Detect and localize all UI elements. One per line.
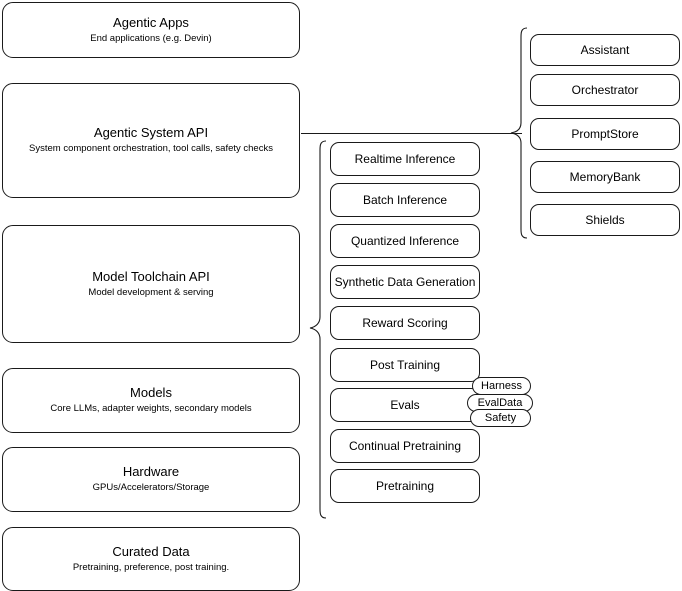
layer-box-hardware[interactable]: Hardware GPUs/Accelerators/Storage <box>2 447 300 512</box>
system-component-label: Assistant <box>580 43 630 57</box>
system-component-memorybank[interactable]: MemoryBank <box>530 161 680 193</box>
evals-badge-harness[interactable]: Harness <box>472 377 531 395</box>
toolchain-item-label: Realtime Inference <box>354 152 456 166</box>
layer-box-curated-data[interactable]: Curated Data Pretraining, preference, po… <box>2 527 300 591</box>
brace-agentic-system-components <box>510 27 528 239</box>
toolchain-item-reward-scoring[interactable]: Reward Scoring <box>330 306 480 340</box>
layer-box-models[interactable]: Models Core LLMs, adapter weights, secon… <box>2 368 300 433</box>
layer-title: Models <box>130 385 172 400</box>
layer-subtitle: Model development & serving <box>88 286 214 298</box>
layer-title: Agentic System API <box>93 125 209 140</box>
layer-title: Hardware <box>122 464 180 479</box>
brace-model-toolchain <box>309 140 327 519</box>
system-component-label: PromptStore <box>571 127 639 141</box>
toolchain-item-label: Quantized Inference <box>350 234 460 248</box>
toolchain-item-post-training[interactable]: Post Training <box>330 348 480 382</box>
system-component-shields[interactable]: Shields <box>530 204 680 236</box>
system-component-assistant[interactable]: Assistant <box>530 34 680 66</box>
toolchain-item-realtime-inference[interactable]: Realtime Inference <box>330 142 480 176</box>
toolchain-item-label: Pretraining <box>375 479 435 493</box>
system-component-promptstore[interactable]: PromptStore <box>530 118 680 150</box>
evals-badge-label: Harness <box>481 380 522 392</box>
system-component-label: MemoryBank <box>569 170 641 184</box>
evals-badge-label: Safety <box>484 412 517 424</box>
toolchain-item-batch-inference[interactable]: Batch Inference <box>330 183 480 217</box>
system-component-orchestrator[interactable]: Orchestrator <box>530 74 680 106</box>
layer-title: Curated Data <box>112 543 190 559</box>
toolchain-item-quantized-inference[interactable]: Quantized Inference <box>330 224 480 258</box>
toolchain-item-label: Batch Inference <box>362 193 448 207</box>
layer-subtitle: End applications (e.g. Devin) <box>90 32 212 44</box>
layer-box-model-toolchain-api[interactable]: Model Toolchain API Model development & … <box>2 225 300 343</box>
evals-badge-label: EvalData <box>477 397 523 409</box>
toolchain-item-label: Evals <box>390 398 420 412</box>
system-component-label: Shields <box>585 213 625 227</box>
toolchain-item-evals[interactable]: Evals <box>330 388 480 422</box>
layer-subtitle: Pretraining, preference, post training. <box>72 561 230 573</box>
toolchain-item-label: Synthetic Data Generation <box>334 275 476 289</box>
layer-title: Model Toolchain API <box>92 268 210 284</box>
system-component-label: Orchestrator <box>571 83 639 97</box>
layer-title: Agentic Apps <box>113 14 189 30</box>
layer-subtitle: System component orchestration, tool cal… <box>29 143 273 154</box>
connector-line-agentic-system-api <box>301 133 522 134</box>
toolchain-item-label: Post Training <box>369 358 441 372</box>
evals-badge-safety[interactable]: Safety <box>470 409 531 427</box>
toolchain-item-pretraining[interactable]: Pretraining <box>330 469 480 503</box>
toolchain-item-label: Reward Scoring <box>362 316 448 330</box>
layer-box-agentic-system-api[interactable]: Agentic System API System component orch… <box>2 83 300 198</box>
layer-subtitle: GPUs/Accelerators/Storage <box>92 482 210 493</box>
toolchain-item-label: Continual Pretraining <box>348 439 462 453</box>
toolchain-item-continual-pretraining[interactable]: Continual Pretraining <box>330 429 480 463</box>
layer-subtitle: Core LLMs, adapter weights, secondary mo… <box>50 403 252 414</box>
toolchain-item-synthetic-data-generation[interactable]: Synthetic Data Generation <box>330 265 480 299</box>
layer-box-agentic-apps[interactable]: Agentic Apps End applications (e.g. Devi… <box>2 2 300 58</box>
